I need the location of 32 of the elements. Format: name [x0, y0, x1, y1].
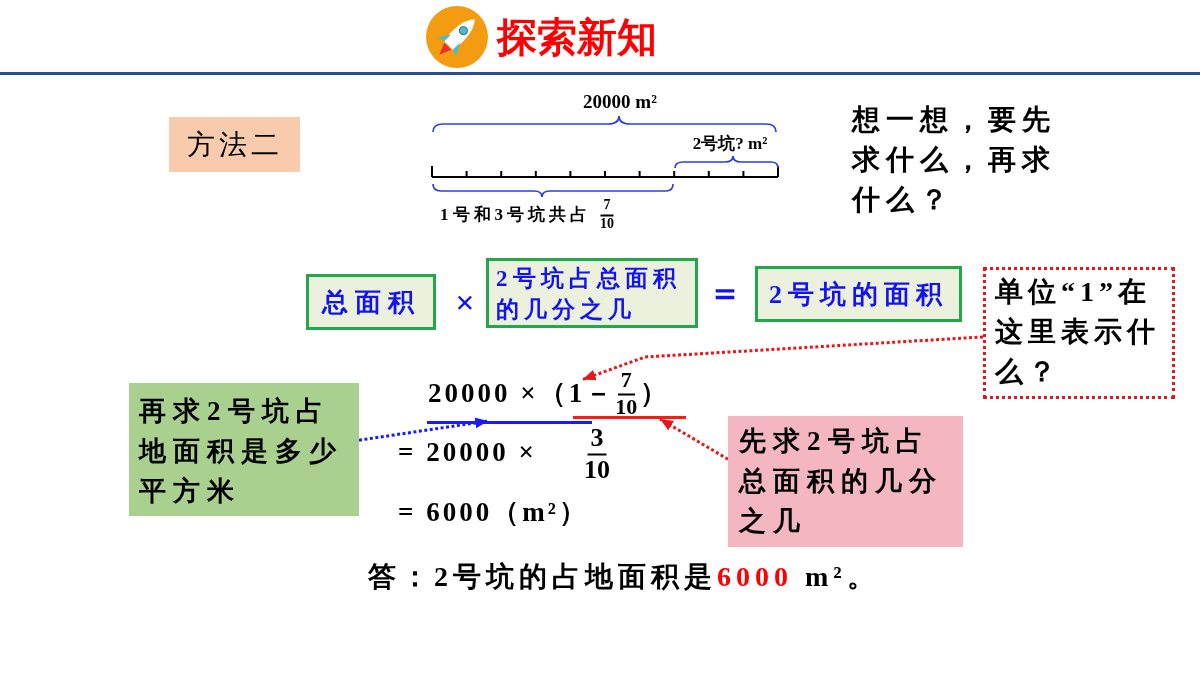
minus-sign: － — [585, 379, 613, 407]
answer-text: 答：2号坑的占地面积是6000 m²。 — [368, 563, 880, 591]
fraction-denominator: 10 — [615, 395, 638, 418]
page-title: 探索新知 — [497, 17, 657, 57]
formula-box: 总面积 — [306, 274, 436, 330]
leader-arrow — [582, 335, 984, 381]
fraction-denominator: 10 — [600, 217, 614, 231]
area-label: 2号坑? m² — [692, 134, 768, 152]
area-label: 20000 m² — [583, 91, 657, 111]
fraction-numerator: 7 — [617, 368, 635, 396]
bracket-sign: ） — [640, 379, 668, 407]
underline — [427, 421, 592, 424]
equals-sign: ＝ — [708, 276, 742, 310]
formula-box: 2号坑占总面积的几分之几 — [486, 258, 698, 328]
question-callout: 单位“1”在这里表示什么？ — [983, 267, 1175, 399]
fraction-numerator: 3 — [587, 424, 607, 455]
method-tag: 方法二 — [169, 117, 300, 172]
fraction-numerator: 7 — [600, 197, 614, 216]
equation-number: 1 — [568, 379, 586, 407]
fraction-denominator: 10 — [584, 457, 610, 483]
underline — [573, 416, 686, 419]
equation-text: 20000 ×（ — [428, 379, 569, 407]
leader-arrow — [358, 417, 489, 442]
leader-arrow — [659, 417, 729, 461]
equation-line: = 20000 × — [398, 438, 537, 466]
note-box: 先求2号坑占总面积的几分之几 — [728, 416, 963, 547]
question-text: 想一想，要先求什么，再求什么？ — [852, 103, 1057, 217]
segment-label: 1号和3号坑共占 — [440, 205, 591, 223]
equation-line: = 6000（m²） — [398, 498, 589, 526]
times-sign: × — [455, 286, 475, 320]
formula-box: 2号坑的面积 — [755, 266, 962, 322]
note-box: 再求2号坑占地面积是多少平方米 — [129, 383, 359, 516]
